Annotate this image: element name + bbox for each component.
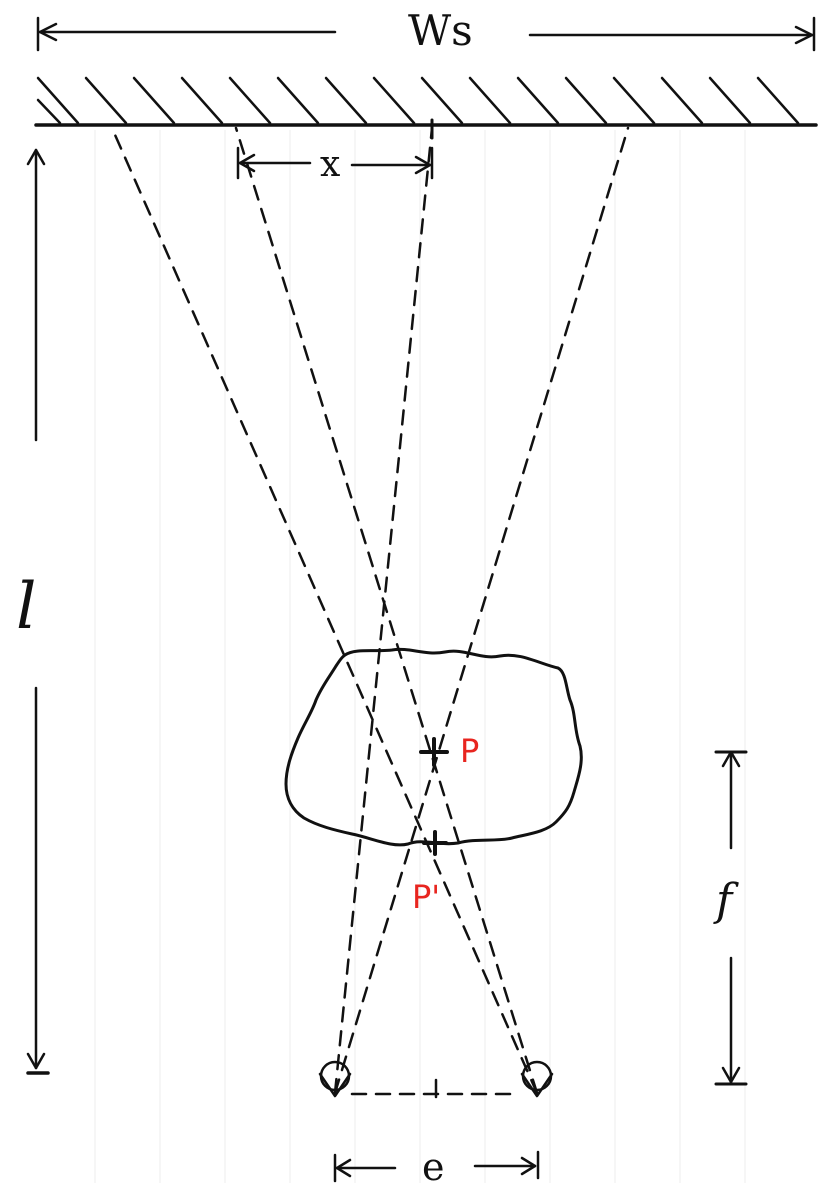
sight-lines — [110, 126, 630, 1095]
e-dimension: e — [333, 1145, 540, 1183]
e-label: e — [422, 1145, 445, 1183]
point-p-label: P — [460, 732, 479, 770]
point-p: P — [419, 732, 479, 770]
paper-grid — [94, 130, 746, 1183]
sight-line-left-eye-to-screen-mid — [333, 126, 434, 1095]
f-label: f — [713, 875, 739, 926]
left-eye — [318, 1060, 352, 1098]
eye-baseline — [350, 1078, 522, 1099]
sight-line-left-eye-to-screen-right — [333, 126, 630, 1095]
screen-hatching — [36, 76, 800, 125]
x-dimension: x — [236, 144, 434, 185]
point-p-prime: P' — [412, 830, 448, 916]
f-dimension: f — [713, 750, 748, 1086]
right-eye — [520, 1060, 554, 1098]
ws-dimension: Ws — [36, 6, 816, 55]
object-blob — [284, 647, 583, 847]
screen — [34, 76, 818, 140]
ws-label: Ws — [408, 6, 473, 55]
x-label: x — [320, 144, 340, 185]
l-label: l — [16, 570, 36, 644]
l-dimension: l — [16, 148, 50, 1075]
sight-line-right-eye-to-screen-left — [110, 126, 539, 1095]
sight-line-right-eye-to-screen-x — [234, 126, 539, 1095]
point-p-prime-label: P' — [412, 878, 440, 916]
